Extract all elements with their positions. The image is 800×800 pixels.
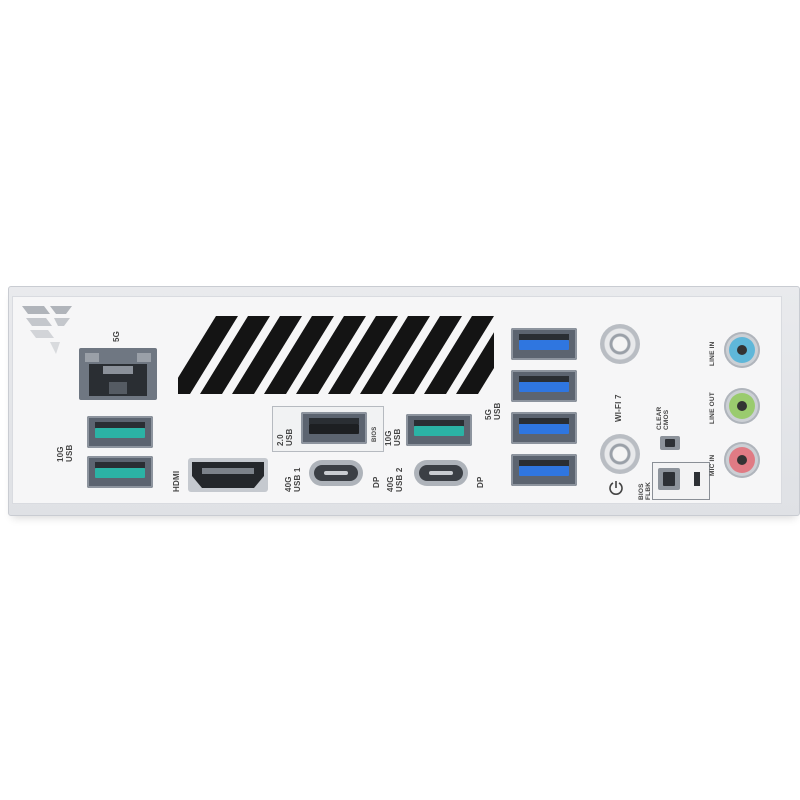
dp-2-label: DP (476, 476, 485, 488)
usb-port-5g-3[interactable] (511, 412, 577, 444)
mic-in-label: MIC IN (709, 454, 716, 476)
vent-stripes-icon (178, 316, 494, 394)
bios-flashback-led (694, 472, 700, 486)
power-icon (609, 481, 623, 495)
hdmi-port[interactable] (188, 458, 268, 492)
lan-label: 5G (112, 330, 121, 342)
usb-port-5g-4[interactable] (511, 454, 577, 486)
usb-port-5g-2[interactable] (511, 370, 577, 402)
usb-port-bios[interactable] (301, 412, 367, 444)
usb-c-port-1[interactable] (309, 460, 363, 486)
usb-port-10g-2[interactable] (87, 456, 153, 488)
usb-port-10g-3[interactable] (406, 414, 472, 446)
clear-cmos-button[interactable] (660, 436, 680, 450)
wifi-antenna-connector-1[interactable] (600, 324, 640, 364)
ethernet-socket (89, 364, 147, 396)
usb-port-10g-1[interactable] (87, 416, 153, 448)
hdmi-label: HDMI (172, 470, 181, 492)
ethernet-port[interactable] (79, 348, 157, 400)
dp-1-label: DP (372, 476, 381, 488)
line-out-jack[interactable] (724, 388, 760, 424)
bios-flashback-button[interactable] (658, 468, 680, 490)
mic-in-jack[interactable] (724, 442, 760, 478)
bios-label: BIOS (372, 426, 378, 442)
wifi-antenna-connector-2[interactable] (600, 434, 640, 474)
line-in-label: LINE IN (709, 341, 716, 366)
tuf-logo-icon (22, 306, 72, 354)
usb-port-5g-1[interactable] (511, 328, 577, 360)
usb-c-port-2[interactable] (414, 460, 468, 486)
line-out-label: LINE OUT (709, 392, 716, 424)
wifi-label: WI-FI 7 (614, 394, 623, 422)
led-left (85, 353, 99, 362)
line-in-jack[interactable] (724, 332, 760, 368)
led-right (137, 353, 151, 362)
